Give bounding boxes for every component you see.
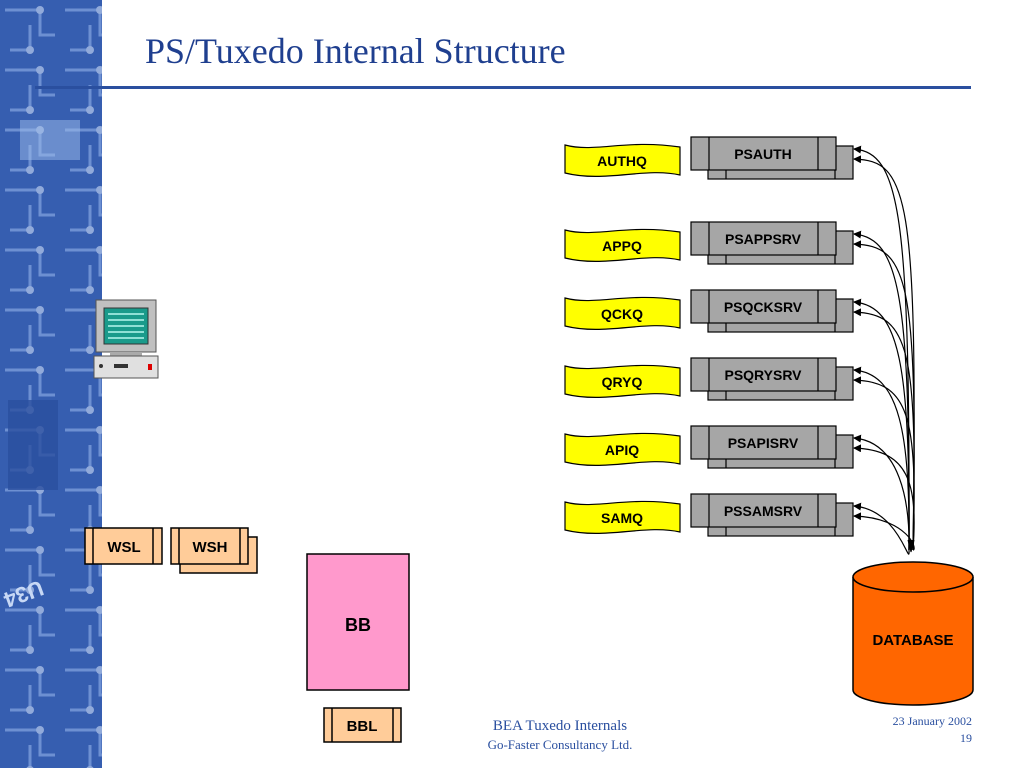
db-arrowhead — [907, 539, 915, 553]
queue-apiq: APIQ — [564, 432, 681, 466]
bbl-box: BBL — [323, 707, 402, 743]
wsh-box: WSH — [170, 527, 258, 574]
db-server-arrow — [853, 502, 910, 555]
queue-qryq: QRYQ — [564, 364, 681, 398]
db-server-arrow — [853, 145, 910, 551]
queue-label: SAMQ — [601, 510, 643, 526]
bulletin-board: BB — [306, 553, 410, 691]
page-number: 19 — [960, 731, 972, 745]
server-psqcksrv: PSQCKSRV — [690, 289, 854, 333]
server-label: PSQCKSRV — [724, 299, 803, 315]
db-server-arrow — [853, 512, 915, 551]
queue-qckq: QCKQ — [564, 296, 681, 330]
database-label: DATABASE — [872, 632, 953, 649]
database-cylinder: DATABASE — [852, 561, 974, 706]
decorative-sidebar: U34 — [0, 0, 102, 768]
footer-center: BEA Tuxedo Internals Go-Faster Consultan… — [420, 718, 700, 753]
queue-label: APIQ — [605, 442, 639, 458]
server-label: PSSAMSRV — [724, 503, 803, 519]
db-server-arrow — [853, 298, 910, 551]
queue-authq: AUTHQ — [564, 143, 681, 177]
title-divider — [35, 86, 971, 89]
server-psapisrv: PSAPISRV — [690, 425, 854, 469]
bb-label: BB — [345, 615, 371, 635]
computer-icon — [93, 299, 159, 379]
server-label: PSAPISRV — [728, 435, 799, 451]
db-server-arrow — [853, 444, 915, 551]
queue-samq: SAMQ — [564, 500, 681, 534]
footer-date: 23 January 2002 — [892, 714, 972, 728]
page-title: PS/Tuxedo Internal Structure — [145, 31, 566, 71]
server-psauth: PSAUTH — [690, 136, 854, 180]
footer-line2: Go-Faster Consultancy Ltd. — [487, 737, 633, 752]
server-label: PSAPPSRV — [725, 231, 802, 247]
footer-right: 23 January 2002 19 — [893, 713, 972, 747]
queue-label: QRYQ — [602, 374, 643, 390]
queue-label: QCKQ — [601, 306, 643, 322]
server-psqrysrv: PSQRYSRV — [690, 357, 854, 401]
server-label: PSAUTH — [734, 146, 792, 162]
footer-line1: BEA Tuxedo Internals — [492, 718, 628, 734]
wsl-box: WSL — [84, 527, 163, 565]
bbl-label: BBL — [347, 718, 378, 735]
db-server-arrow — [853, 230, 910, 551]
queue-label: AUTHQ — [597, 153, 647, 169]
db-server-arrow — [853, 376, 915, 551]
server-label: PSQRYSRV — [724, 367, 802, 383]
db-server-arrow — [853, 434, 910, 551]
wsl-label: WSL — [107, 539, 140, 556]
queue-appq: APPQ — [564, 228, 681, 262]
server-psappsrv: PSAPPSRV — [690, 221, 854, 265]
wsh-label: WSH — [193, 539, 228, 556]
db-server-arrow — [853, 366, 910, 551]
server-pssamsrv: PSSAMSRV — [690, 493, 854, 537]
queue-label: APPQ — [602, 238, 642, 254]
